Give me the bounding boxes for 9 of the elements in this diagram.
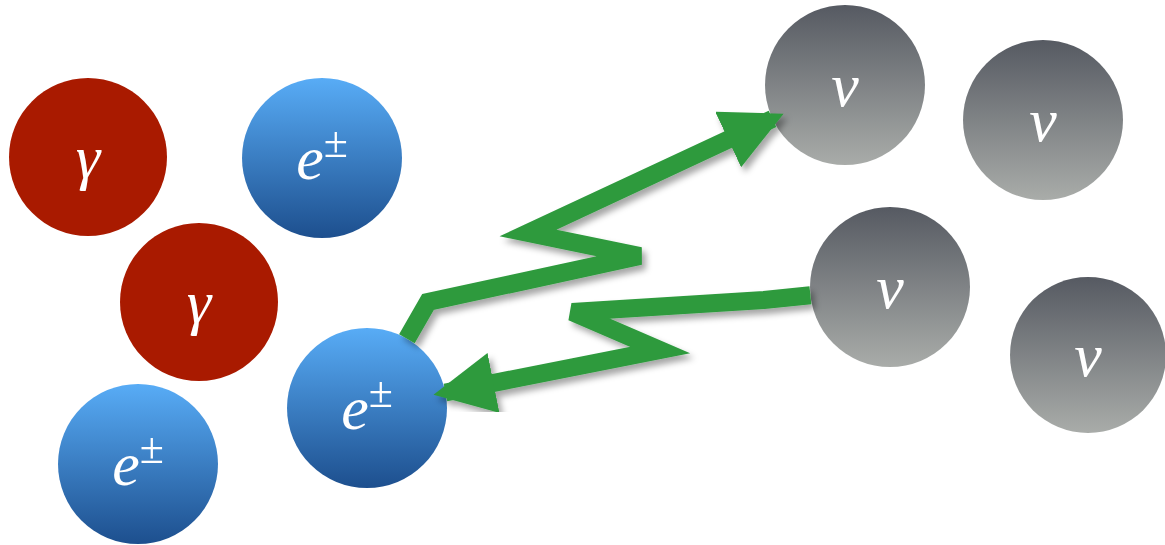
particle-symbol: ν [1074, 324, 1102, 386]
particle-symbol: ν [876, 256, 904, 318]
particle-symbol: ν [831, 54, 859, 116]
particle-symbol: e$^{±}$ [112, 433, 164, 495]
particle-symbol: e$^{±}$ [341, 377, 393, 439]
particle-symbol: e$^{±}$ [296, 127, 348, 189]
particle-symbol: ν [1029, 89, 1057, 151]
zigzag-arrow [399, 110, 784, 344]
zigzag-arrow [433, 286, 812, 413]
